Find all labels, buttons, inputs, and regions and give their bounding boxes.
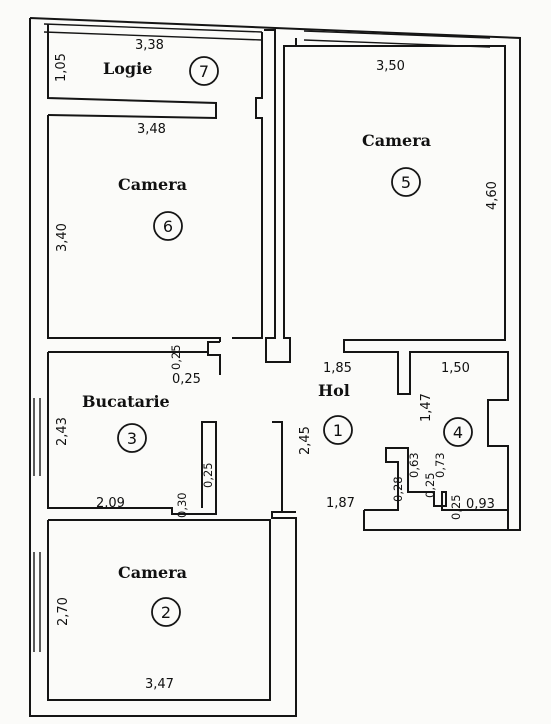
camera6-walls [47,32,263,375]
dim-camera5-depth: 4,60 [485,181,500,210]
dimension-labels: 3,38 3,48 3,50 1,85 1,50 2,09 1,87 0,93 … [54,38,500,692]
room-number-texts: 7 6 5 3 1 4 2 [127,62,463,622]
room-number-7: 7 [199,62,209,81]
dim-hall-bottom: 1,87 [326,496,355,511]
room-numbers [117,56,473,627]
dim-kitchen-depth: 2,43 [55,417,70,446]
camera2-walls [47,519,271,701]
room-labels: Logie Camera Camera Bucatarie Hol Camera [82,59,431,582]
left-windows [33,398,41,652]
kitchen-walls [47,351,217,515]
room-number-2: 2 [161,603,171,622]
room-name-bucatarie: Bucatarie [82,392,170,411]
camera5-window [303,30,491,48]
dim-logie-width: 3,38 [135,38,164,53]
room-number-3: 3 [127,429,137,448]
dim-bath-step-a: 0,63 [407,452,421,478]
dim-bath-step-b: 0,73 [433,452,447,478]
room-number-circle-3 [117,423,147,453]
dim-camera2-width: 3,47 [145,677,174,692]
dim-bath-step-e: 0,25 [449,494,463,520]
dim-bath-step-c: 0,28 [391,476,405,502]
logie-window [43,23,263,41]
room-number-circle-6 [153,211,183,241]
dim-kitchen-pillar-b: 0,25 [201,462,215,488]
dim-hall-depth: 2,45 [298,426,313,455]
room-name-logie: Logie [103,59,152,78]
room-name-hol: Hol [318,381,350,400]
logie-front-wall [47,24,217,120]
room-number-1: 1 [333,421,343,440]
room-number-5: 5 [401,173,411,192]
room-number-circle-5 [391,167,421,197]
bath-step-wall [363,447,508,530]
dim-bath-width: 1,50 [441,361,470,376]
dim-camera6-depth: 3,40 [55,223,70,252]
room-number-4: 4 [453,423,463,442]
room-number-6: 6 [163,217,173,236]
dim-bath-bottom: 0,93 [466,497,495,512]
dim-kitchen-niche-a: 0,25 [169,344,183,370]
room-number-circle-7 [189,56,219,86]
dim-camera6-width: 3,48 [137,122,166,137]
dim-camera5-width: 3,50 [376,59,405,74]
hall-wall-stubs [271,421,297,530]
room-name-camera-5: Camera [362,131,431,150]
room-name-camera-2: Camera [118,563,187,582]
dim-kitchen-niche-b: 0,25 [172,372,201,387]
dim-bath-depth: 1,47 [419,393,434,422]
room-number-circle-2 [151,597,181,627]
dim-camera2-depth: 2,70 [56,597,71,626]
dim-kitchen-width: 2,09 [96,496,125,511]
room-number-circle-1 [323,415,353,445]
dim-kitchen-pillar-a: 0,30 [175,492,189,518]
camera5-walls [295,38,509,530]
dim-hall-top: 1,85 [323,361,352,376]
dim-bath-step-d: 0,25 [423,472,437,498]
room-name-camera-6: Camera [118,175,187,194]
central-partition [264,29,296,363]
walls [29,17,521,717]
room-number-circle-4 [443,417,473,447]
dim-logie-depth: 1,05 [54,53,69,82]
